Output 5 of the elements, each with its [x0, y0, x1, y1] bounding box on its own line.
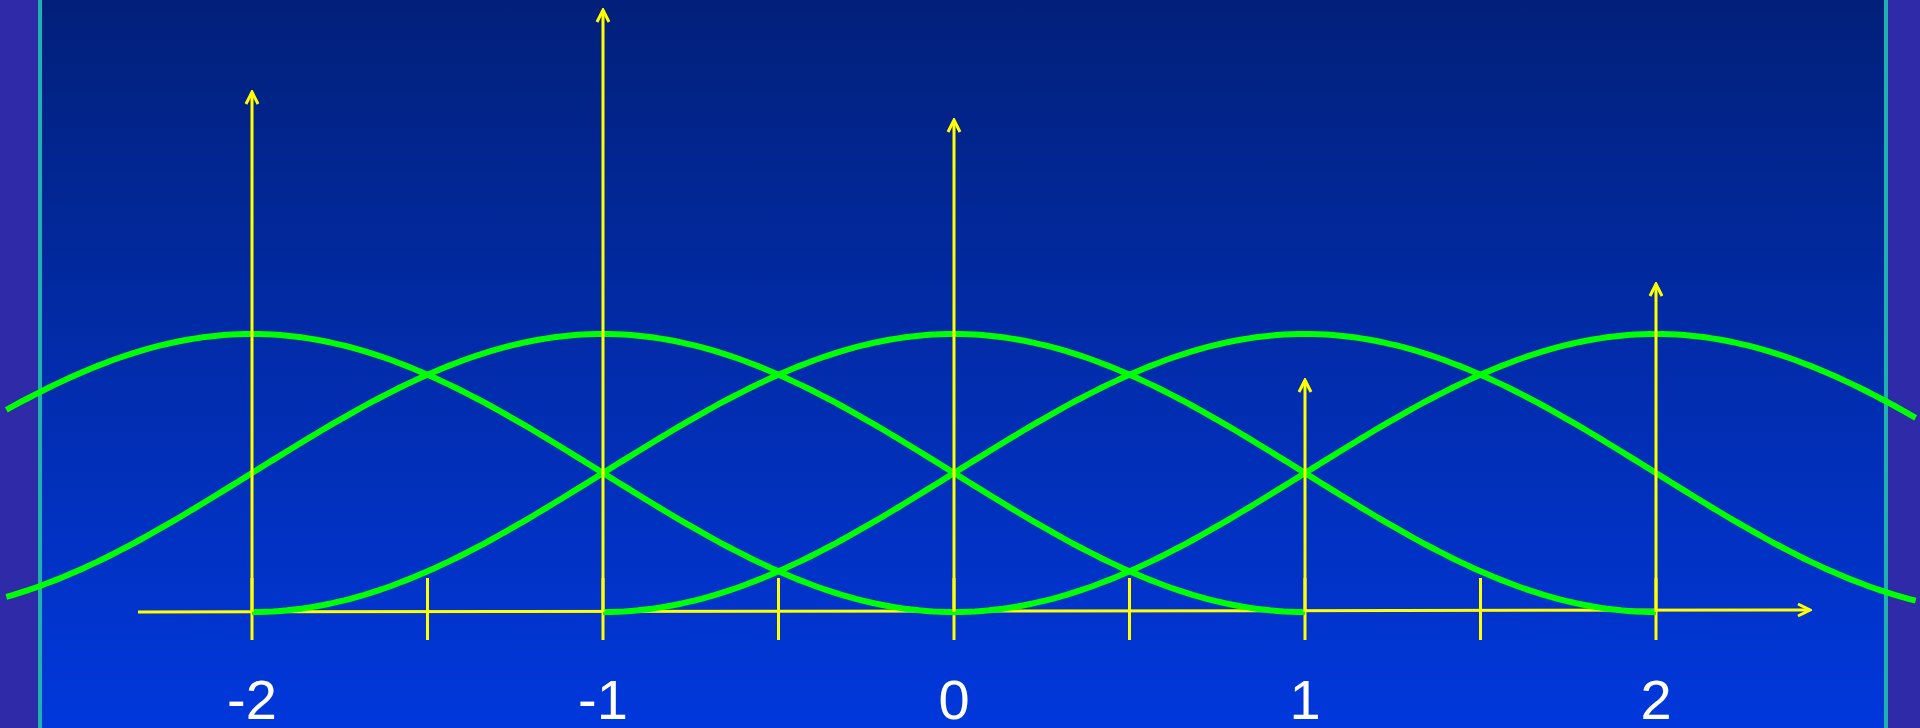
axis-tick-label: -2 — [226, 670, 278, 728]
axis-tick-label: 0 — [937, 670, 971, 728]
axis-tick-label: 1 — [1288, 670, 1322, 728]
axis-tick-label: 2 — [1639, 670, 1673, 728]
axis-tick-label: -1 — [577, 670, 629, 728]
